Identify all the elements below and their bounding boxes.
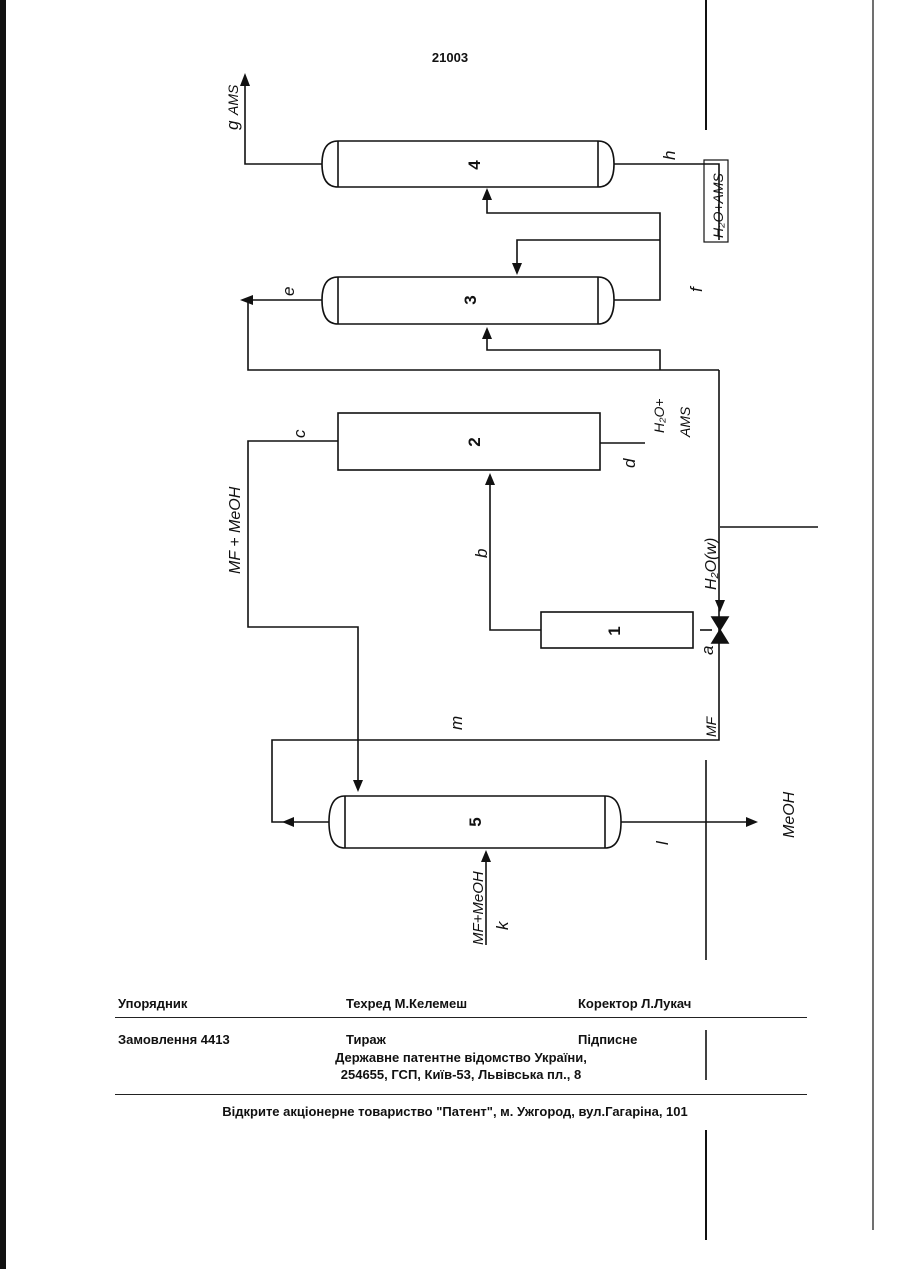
h2o-w-label: H₂O(w) [703, 538, 720, 590]
ams-mid-label: AMS [677, 406, 693, 438]
mf-label: MF [703, 715, 719, 737]
mf-meoh-feed-label: MF+MeOH [470, 871, 487, 945]
stream-l-label: l [653, 840, 672, 845]
stream-e-label: e [279, 287, 298, 296]
publisher-line: Відкрите акціонерне товариство "Патент",… [0, 1104, 900, 1119]
unit-2-label: 2 [465, 437, 484, 446]
stream-k-label: k [493, 920, 512, 930]
stream-h-label: h [660, 151, 679, 160]
footer-rule-bottom [115, 1094, 807, 1095]
stream-d-label: d [620, 458, 639, 468]
mf-meoh-label: MF + MeOH [227, 486, 244, 574]
unit-4-label: 4 [465, 160, 484, 170]
footer-rule-top [115, 1017, 807, 1018]
h2o-ams-top-label: H₂O+AMS [710, 172, 726, 238]
stream-b-label: b [472, 549, 491, 558]
h2o-plus-label: H₂O+ [651, 398, 667, 433]
stream-c-label: c [290, 429, 309, 438]
stream-a-label: a [698, 646, 717, 655]
circulation-label: Тираж [346, 1032, 386, 1047]
techred-label: Техред М.Келемеш [346, 996, 467, 1011]
ams-label: AMS [225, 84, 241, 116]
unit-5-label: 5 [466, 817, 485, 826]
subscription-label: Підписне [578, 1032, 637, 1047]
office-line-1: Державне патентне відомство України, [0, 1050, 900, 1065]
compiler-label: Упорядник [118, 996, 187, 1011]
order-label: Замовлення 4413 [118, 1032, 230, 1047]
unit-1-label: 1 [605, 626, 624, 635]
stream-m-label: m [447, 716, 466, 730]
meoh-label: MeOH [781, 791, 798, 838]
stream-f-label: f [687, 285, 706, 292]
unit-3-label: 3 [461, 295, 480, 304]
stream-g-label: g [223, 120, 242, 130]
office-line-2: 254655, ГСП, Київ-53, Львівська пл., 8 [0, 1067, 900, 1082]
corrector-label: Коректор Л.Лукач [578, 996, 691, 1011]
